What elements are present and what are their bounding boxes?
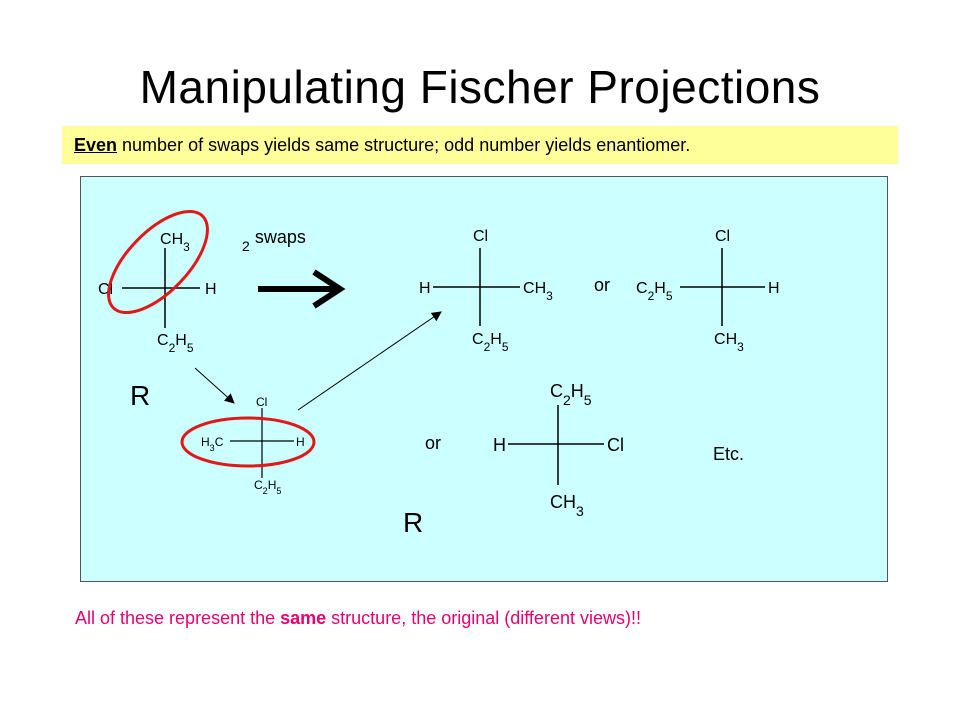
structure-alt-1 <box>680 248 765 326</box>
atom-h-right-4: H <box>768 280 780 297</box>
atom-c2h5-bottom-3: C2H5 <box>472 331 509 354</box>
etc-label: Etc. <box>713 444 744 464</box>
or-label-1: or <box>594 275 610 295</box>
swap-ring-2 <box>180 416 316 468</box>
atom-cl-right-5: Cl <box>607 435 624 455</box>
diagram-panel <box>80 176 888 582</box>
atom-c2h5-bottom: C2H5 <box>157 332 194 355</box>
footer-after: structure, the original (different views… <box>326 608 641 628</box>
atom-c2h5-top-5: C2H5 <box>550 381 592 408</box>
atom-ch3-bottom-5: CH3 <box>550 492 584 519</box>
structure-original <box>122 248 200 328</box>
or-label-2: or <box>425 433 441 453</box>
structure-result <box>433 248 520 326</box>
swaps-label: 2 swaps <box>242 227 306 254</box>
atom-cl-top-small: Cl <box>256 395 267 409</box>
arrow-to-result <box>297 311 442 411</box>
footer-note: All of these represent the same structur… <box>75 608 641 629</box>
atom-ch3-right-3: CH3 <box>523 280 553 303</box>
banner-text: number of swaps yields same structure; o… <box>117 135 691 155</box>
arrow-to-swapped <box>194 367 235 404</box>
atom-h-right-small: H <box>296 435 305 449</box>
config-label-left: R <box>130 380 150 411</box>
atom-c2h5-left-4: C2H5 <box>636 280 673 303</box>
atom-h3c-left-small: H3C <box>201 435 224 453</box>
slide-title: Manipulating Fischer Projections <box>139 61 821 113</box>
atom-cl-top-4: Cl <box>715 228 730 245</box>
rule-banner: Even number of swaps yields same structu… <box>62 126 898 164</box>
atom-ch3-bottom-4: CH3 <box>714 331 744 354</box>
atom-ch3-top: CH3 <box>160 231 190 254</box>
big-arrow <box>258 269 346 309</box>
atom-h-right: H <box>205 281 217 298</box>
footer-emphasis: same <box>280 608 327 628</box>
swap-ring-1 <box>107 209 209 315</box>
config-label-bottom: R <box>403 507 423 538</box>
banner-emphasis: Even <box>74 135 118 155</box>
atom-h-left-5: H <box>493 435 506 455</box>
atom-c2h5-bottom-small: C2H5 <box>254 478 281 496</box>
structure-alt-2 <box>508 405 604 485</box>
atom-h-left-3: H <box>419 280 431 297</box>
atom-cl-top-3: Cl <box>473 228 488 245</box>
footer-before: All of these represent the <box>75 608 281 628</box>
